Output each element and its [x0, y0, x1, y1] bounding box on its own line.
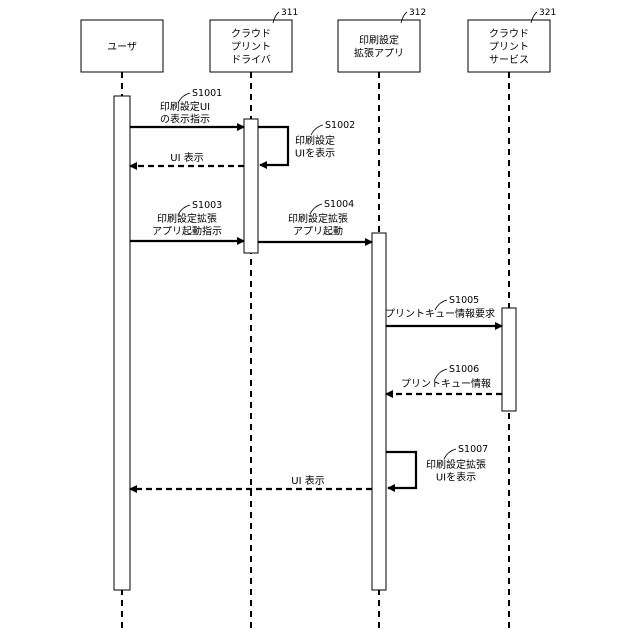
- participant-user: ユーザ: [81, 20, 163, 72]
- message-label: の表示指示: [160, 113, 210, 126]
- message-label: UI 表示: [291, 474, 324, 487]
- message-label: プリントキュー情報要求: [385, 307, 495, 320]
- participant-label: 拡張アプリ: [354, 47, 404, 60]
- step-leader: [435, 369, 447, 379]
- participant-label: サービス: [489, 54, 529, 66]
- participant-app: 印刷設定拡張アプリ 312: [338, 8, 426, 72]
- message-label: 印刷設定: [295, 134, 335, 147]
- message-label: 印刷設定UI: [160, 100, 210, 113]
- message-ui-display-2: UI 表示: [130, 151, 244, 166]
- message-s1007: 印刷設定拡張UIを表示 S1007: [386, 444, 488, 488]
- participant-label: ドライバ: [231, 54, 271, 66]
- activation-driver: [244, 119, 258, 253]
- step-number: S1001: [192, 88, 222, 99]
- step-number: S1003: [192, 200, 222, 211]
- message-label: アプリ起動指示: [152, 225, 222, 238]
- step-leader: [310, 204, 322, 214]
- message-label: アプリ起動: [293, 225, 343, 238]
- message-label: UI 表示: [170, 151, 203, 164]
- step-leader: [311, 125, 323, 135]
- reference-number: 312: [409, 8, 426, 18]
- activation-app: [372, 233, 386, 590]
- message-label: 印刷設定拡張: [157, 212, 217, 225]
- step-number: S1004: [324, 199, 354, 210]
- reference-number: 321: [539, 8, 556, 18]
- self-message-arrow: [258, 127, 288, 165]
- message-label: UIを表示: [295, 147, 335, 160]
- message-label: UIを表示: [436, 471, 476, 484]
- participant-label: 印刷設定: [359, 34, 399, 47]
- message-s1005: プリントキュー情報要求S1005: [385, 295, 502, 326]
- message-label: 印刷設定拡張: [426, 458, 486, 471]
- participant-label: プリント: [231, 41, 271, 53]
- step-leader: [444, 449, 456, 459]
- step-number: S1002: [325, 120, 355, 131]
- message-s1001: 印刷設定UIの表示指示 S1001: [130, 88, 244, 127]
- step-number: S1006: [449, 364, 479, 375]
- participant-label: クラウド: [231, 28, 271, 40]
- message-label: プリントキュー情報: [401, 377, 491, 390]
- participant-service: クラウドプリントサービス 321: [468, 8, 556, 72]
- message-s1006: プリントキュー情報 S1006: [386, 364, 502, 394]
- self-message-arrow: [386, 452, 416, 488]
- participant-label: ユーザ: [107, 41, 137, 53]
- step-number: S1007: [458, 444, 488, 455]
- step-number: S1005: [449, 295, 479, 306]
- message-s1004: 印刷設定拡張アプリ起動 S1004: [258, 199, 372, 242]
- participant-driver: クラウドプリントドライバ 311: [210, 8, 298, 72]
- message-s1002: 印刷設定UIを表示 S1002: [258, 120, 355, 165]
- participant-label: クラウド: [489, 28, 529, 40]
- participant-label: プリント: [489, 41, 529, 53]
- activation-user: [114, 96, 130, 590]
- message-s1003: 印刷設定拡張アプリ起動指示 S1003: [130, 200, 244, 241]
- activation-service: [502, 308, 516, 411]
- message-label: 印刷設定拡張: [288, 212, 348, 225]
- reference-number: 311: [281, 8, 298, 18]
